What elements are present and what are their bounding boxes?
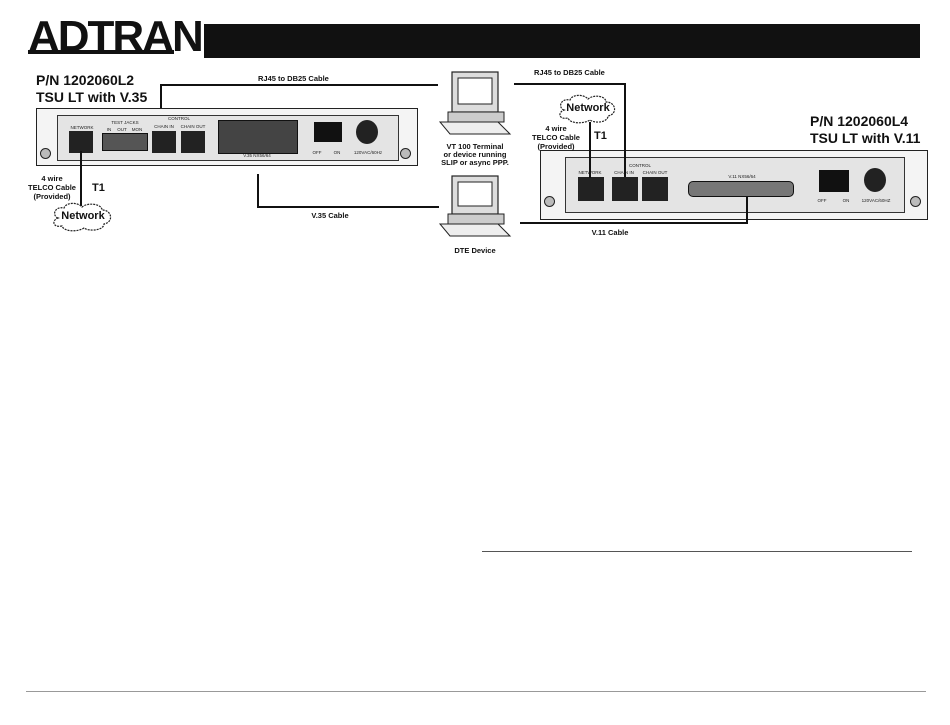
left-chain-out-label: CHAIN OUT xyxy=(180,124,206,129)
v35-wire-horizontal xyxy=(257,206,439,208)
left-model: TSU LT with V.35 xyxy=(36,89,148,105)
vt100-line-3: SLIP or async PPP. xyxy=(441,158,509,167)
right-v11-label: V.11 NX56/64 xyxy=(728,174,756,179)
left-test-out-label: OUT xyxy=(117,127,127,132)
left-network-cloud-label: Network xyxy=(61,210,105,222)
right-power-label: 120VAC/60HZ xyxy=(861,198,891,203)
right-rj45-wire-horizontal xyxy=(514,83,626,85)
right-chain-in-port[interactable] xyxy=(612,177,638,201)
left-network-port-label: NETWORK xyxy=(70,125,94,130)
left-telco-wire xyxy=(80,151,82,206)
right-chain-out-port[interactable] xyxy=(642,177,668,201)
right-screw-icon-left xyxy=(544,196,555,207)
left-telco-line-1: 4 wire xyxy=(41,174,63,183)
dte-device-icon xyxy=(438,175,512,237)
left-screw-icon-left xyxy=(40,148,51,159)
right-telco-line-2: TELCO Cable xyxy=(532,133,580,142)
right-network-port[interactable] xyxy=(578,177,604,201)
left-power-jack[interactable] xyxy=(356,120,378,144)
left-test-mon-label: MON xyxy=(131,127,143,132)
left-telco-line-2: TELCO Cable xyxy=(28,183,76,192)
right-model: TSU LT with V.11 xyxy=(810,130,921,146)
left-network-port[interactable] xyxy=(69,131,93,153)
left-rj45-wire-horizontal xyxy=(160,84,438,86)
v11-wire-horizontal xyxy=(520,222,748,224)
left-power-label: 120VAC/60Hz xyxy=(353,150,383,155)
left-test-in-label: IN xyxy=(106,127,112,132)
right-v11-connector[interactable] xyxy=(688,181,794,197)
right-on-label: ON xyxy=(842,198,850,203)
right-power-switch[interactable] xyxy=(819,170,849,192)
right-control-label: CONTROL xyxy=(628,163,651,168)
left-chain-in-label: CHAIN IN xyxy=(154,124,174,129)
right-chain-in-label: CHAIN IN xyxy=(614,170,634,175)
left-off-label: OFF xyxy=(312,150,322,155)
content-divider xyxy=(482,551,912,552)
right-telco-line-3: (Provided) xyxy=(537,142,575,151)
vt100-line-2: or device running xyxy=(443,150,507,159)
v35-cable-label: V.35 Cable xyxy=(311,211,349,220)
left-chain-in-port[interactable] xyxy=(152,131,176,153)
right-chain-out-label: CHAIN OUT xyxy=(642,170,668,175)
left-chain-out-port[interactable] xyxy=(181,131,205,153)
left-v35-label: V.35 NX56/64 xyxy=(243,153,271,158)
left-power-switch[interactable] xyxy=(314,122,342,142)
left-test-jacks[interactable] xyxy=(102,133,148,151)
left-part-number: P/N 1202060L2 xyxy=(36,72,135,88)
footer-divider xyxy=(26,691,926,692)
right-telco-line-1: 4 wire xyxy=(545,124,567,133)
right-power-jack[interactable] xyxy=(864,168,886,192)
left-network-cloud-icon xyxy=(53,202,112,232)
adtran-logo: ADTRAN xyxy=(28,12,204,61)
v11-wire-vertical xyxy=(746,196,748,223)
right-network-cloud-label: Network xyxy=(566,102,610,114)
logo-underline xyxy=(28,50,174,54)
dte-device-label: DTE Device xyxy=(454,246,496,255)
vt100-line-1: VT 100 Terminal xyxy=(446,142,504,151)
right-telco-wire xyxy=(589,122,591,178)
header-bar xyxy=(204,24,920,58)
left-test-jacks-label: TEST JACKS xyxy=(111,120,139,125)
right-off-label: OFF xyxy=(817,198,827,203)
v35-wire-vertical xyxy=(257,174,259,208)
right-network-cloud-icon xyxy=(559,94,616,124)
right-rj45-wire-down xyxy=(624,83,626,177)
left-on-label: ON xyxy=(333,150,341,155)
right-screw-icon-right xyxy=(910,196,921,207)
right-rj45-label: RJ45 to DB25 Cable xyxy=(534,68,605,77)
left-t1-label: T1 xyxy=(92,182,105,194)
vt100-terminal-icon xyxy=(438,71,512,135)
v11-cable-label: V.11 Cable xyxy=(591,228,629,237)
left-rj45-wire-down xyxy=(160,84,162,108)
left-screw-icon-right xyxy=(400,148,411,159)
left-rj45-label: RJ45 to DB25 Cable xyxy=(258,74,329,83)
left-control-label: CONTROL xyxy=(167,116,190,121)
right-part-number: P/N 1202060L4 xyxy=(810,113,909,129)
left-telco-line-3: (Provided) xyxy=(33,192,71,201)
right-t1-label: T1 xyxy=(594,130,607,142)
left-v35-connector[interactable] xyxy=(218,120,298,154)
